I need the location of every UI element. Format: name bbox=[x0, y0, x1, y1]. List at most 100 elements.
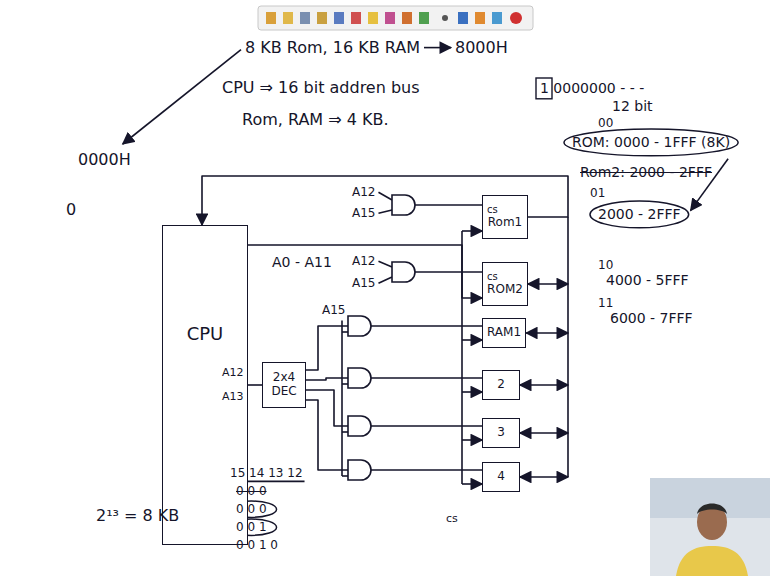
address-bus bbox=[461, 231, 463, 484]
toolbar-icon bbox=[283, 12, 293, 24]
toolbar-icon bbox=[385, 12, 395, 24]
table-cell: 0 0 0 bbox=[236, 484, 267, 498]
width-note: 12 bit bbox=[612, 98, 653, 115]
ram-chip: 4 bbox=[482, 462, 520, 492]
gate-input bbox=[378, 210, 392, 213]
presenter-hair bbox=[697, 504, 727, 515]
toolbar-icon bbox=[458, 12, 468, 24]
ram-chip: 3 bbox=[482, 418, 520, 448]
ram-chip: 2 bbox=[482, 370, 520, 400]
toolbar-icon bbox=[402, 12, 412, 24]
gate-input bbox=[342, 383, 348, 385]
connector bbox=[306, 400, 482, 470]
signal-name: A12 bbox=[222, 366, 244, 379]
gate-input bbox=[342, 431, 348, 433]
address-line bbox=[462, 339, 482, 341]
and-gate bbox=[392, 195, 415, 215]
toolbar-icon bbox=[317, 12, 327, 24]
and-gate bbox=[392, 262, 415, 282]
box-label: 4 bbox=[497, 470, 505, 484]
chip-select-line bbox=[415, 271, 482, 273]
data-line bbox=[528, 283, 568, 285]
signal-name: A0 - A11 bbox=[272, 254, 332, 271]
address-range: 6000 - 7FFF bbox=[610, 310, 693, 327]
circle-mark bbox=[590, 201, 689, 228]
size-note: 2¹³ = 8 KB bbox=[96, 506, 179, 525]
and-gate bbox=[348, 368, 371, 388]
toolbar-icon bbox=[351, 12, 361, 24]
box-label: 2x4 DEC bbox=[271, 371, 296, 399]
box-label: 2 bbox=[497, 378, 505, 392]
toolbar bbox=[258, 6, 533, 30]
chip-select-line bbox=[415, 204, 482, 206]
heading-note: Rom, RAM ⇒ 4 KB. bbox=[242, 110, 389, 129]
presenter-head bbox=[697, 504, 727, 540]
box-label: ROM2 bbox=[487, 283, 523, 297]
address-range: 2000 - 2FFF bbox=[598, 206, 681, 223]
address-range: 4000 - 5FFF bbox=[606, 272, 689, 289]
address-line bbox=[462, 439, 482, 441]
heading-note: 8 KB Rom, 16 KB RAM bbox=[245, 38, 420, 57]
toolbar-icon bbox=[492, 12, 502, 24]
box-label: Rom1 bbox=[488, 216, 522, 230]
binary-note: 1 0000000 - - - bbox=[540, 80, 644, 97]
address-range: ROM: 0000 - 1FFF (8K) bbox=[572, 134, 730, 151]
presenter-shirt bbox=[676, 546, 748, 576]
bit-pattern: 00 bbox=[598, 116, 613, 130]
box-label: 3 bbox=[497, 426, 505, 440]
signal-name: A15 bbox=[322, 303, 345, 317]
rom-chip: csROM2 bbox=[482, 262, 528, 306]
address-value: 0000H bbox=[78, 150, 131, 169]
address-value: 0 bbox=[66, 200, 76, 219]
box-label: RAM1 bbox=[487, 326, 521, 340]
address-range: Rom2: 2000 - 2FFF bbox=[580, 164, 712, 181]
ram-chip: RAM1 bbox=[482, 318, 526, 348]
connector bbox=[248, 245, 482, 298]
table-cell: 0 0 0 bbox=[236, 502, 267, 516]
toolbar-icon bbox=[266, 12, 276, 24]
toolbar-icon bbox=[334, 12, 344, 24]
table-cell: 0 0 1 bbox=[236, 520, 267, 534]
pointer-arrow bbox=[424, 47, 451, 49]
address-line bbox=[462, 483, 482, 485]
connector bbox=[248, 384, 262, 386]
address-line bbox=[462, 230, 482, 232]
gate-input bbox=[342, 475, 348, 477]
table-cell: 15 14 13 12 bbox=[230, 466, 303, 480]
data-line bbox=[520, 476, 568, 478]
rom-chip: csRom1 bbox=[482, 195, 528, 239]
and-gate bbox=[348, 316, 371, 336]
signal-name: cs bbox=[446, 512, 458, 525]
toolbar-icon bbox=[368, 12, 378, 24]
and-gate bbox=[348, 416, 371, 436]
chip-select-pin: cs bbox=[487, 271, 498, 283]
bit-pattern: 01 bbox=[590, 186, 605, 200]
bit-pattern: 10 bbox=[598, 258, 613, 272]
data-line bbox=[526, 332, 568, 334]
gate-input bbox=[378, 261, 392, 267]
signal-name: A15 bbox=[352, 206, 375, 220]
chip-select-pin: cs bbox=[487, 204, 498, 216]
data-line bbox=[520, 432, 568, 434]
connector bbox=[306, 378, 482, 380]
address-line bbox=[462, 391, 482, 393]
table-cell: 0 0 1 0 bbox=[236, 538, 278, 552]
toolbar-icon bbox=[510, 12, 522, 24]
gate-input bbox=[378, 192, 392, 200]
a15-line bbox=[341, 320, 343, 476]
heading-note: CPU ⇒ 16 bit addren bus bbox=[222, 78, 420, 97]
toolbar-icon bbox=[442, 15, 448, 21]
address-value: 8000H bbox=[455, 38, 508, 57]
bit-pattern: 11 bbox=[598, 296, 613, 310]
signal-name: A12 bbox=[352, 185, 375, 199]
data-line bbox=[520, 384, 568, 386]
toolbar-icon bbox=[419, 12, 429, 24]
connector bbox=[306, 326, 482, 370]
box-label: CPU bbox=[187, 324, 224, 345]
signal-name: A12 bbox=[352, 254, 375, 268]
signal-name: A15 bbox=[352, 276, 375, 290]
gate-input bbox=[342, 331, 348, 333]
and-gate bbox=[348, 460, 371, 480]
cpu-box: CPU bbox=[162, 225, 248, 545]
